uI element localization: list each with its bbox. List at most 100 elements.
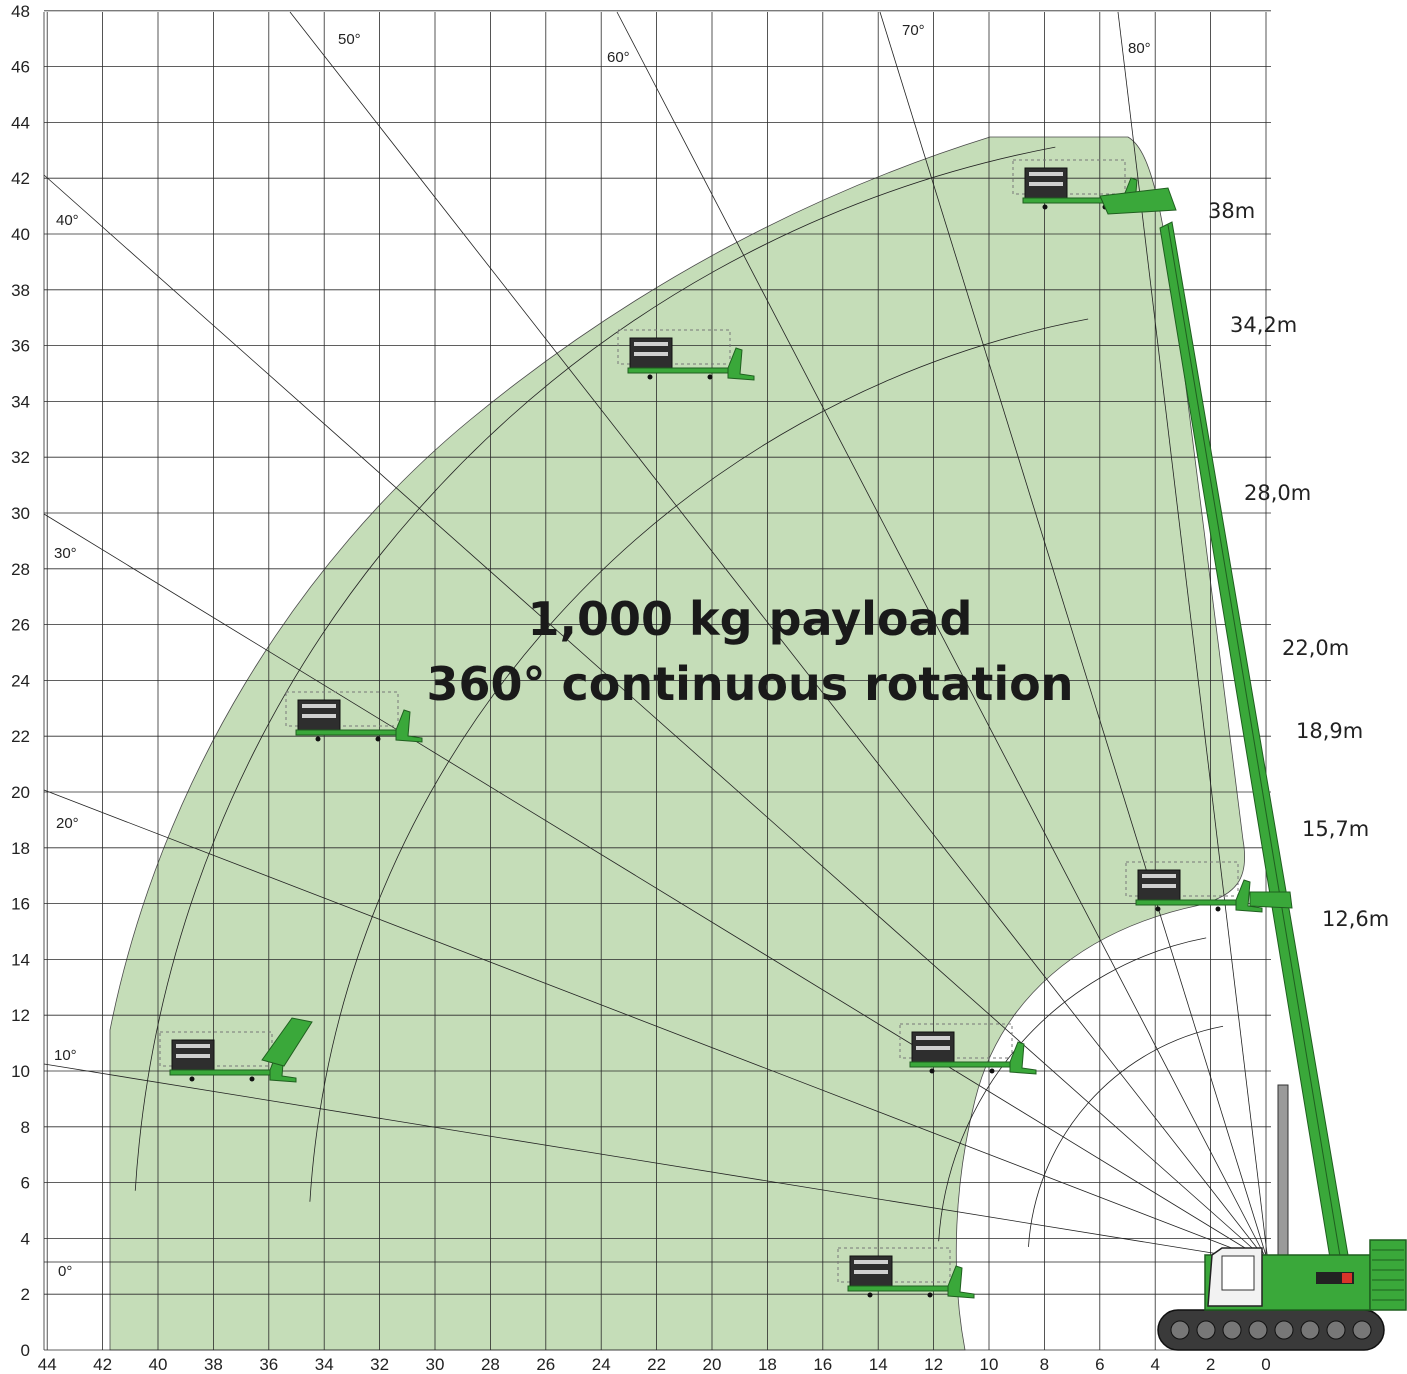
headline-line1: 1,000 kg payload [528,592,973,646]
angle-label: 60° [607,49,630,66]
platform-joint [1009,1041,1037,1075]
angle-ray [289,11,1269,1263]
x-tick-label: 40 [149,1355,168,1374]
x-tick-label: 44 [38,1355,57,1374]
y-tick-label: 2 [21,1285,30,1304]
y-tick-label: 4 [21,1229,30,1248]
radius-arcs [134,146,1224,1247]
payload-stripe [302,704,336,708]
angle-ray [1117,11,1269,1263]
wheel [989,1068,995,1074]
track-roller [1352,1320,1372,1340]
basket-outline [899,1023,1013,1059]
platform-joint [947,1265,975,1299]
x-tick-label: 10 [980,1355,999,1374]
track-roller [1196,1320,1216,1340]
angle-label: 70° [902,22,925,39]
work-platform-icon [1125,861,1263,913]
radius-arc [1028,1025,1224,1247]
angle-ray [43,789,1269,1263]
wheel [707,374,713,380]
angle-ray [43,174,1269,1263]
basket-outline [837,1247,951,1283]
basket-outline [285,691,399,727]
mid-jib [1249,891,1293,909]
angle-label: 50° [338,31,361,48]
platform-arm [627,367,729,374]
envelope-area [109,136,1245,1351]
angle-label: 80° [1128,40,1151,57]
y-tick-label: 36 [11,337,30,356]
wheel [1042,204,1048,210]
lift-cylinder [1277,1084,1289,1256]
boom-length-label: 15,7m [1302,817,1369,841]
platform-arm [1135,899,1237,906]
angle-label: 10° [54,1047,77,1064]
payload-stripe [916,1036,950,1040]
model-badge-red [1342,1273,1352,1283]
radius-arc [134,146,1056,1191]
y-tick-label: 14 [11,950,30,969]
x-tick-label: 26 [536,1355,555,1374]
wheel [315,736,321,742]
y-tick-label: 42 [11,169,30,188]
x-tick-label: 16 [813,1355,832,1374]
boom-length-label: 28,0m [1244,481,1311,505]
work-platform-icon [159,1031,297,1083]
payload-stripe [854,1270,888,1274]
y-tick-label: 26 [11,616,30,635]
boom-length-label: 22,0m [1282,636,1349,660]
y-tick-label: 38 [11,281,30,300]
y-tick-label: 20 [11,783,30,802]
platform-arm [847,1285,949,1292]
payload-stripe [634,352,668,356]
left-jib [261,1017,313,1067]
y-tick-label: 44 [11,113,30,132]
payload-stripe [302,714,336,718]
wheel [929,1068,935,1074]
y-tick-label: 32 [11,448,30,467]
x-tick-label: 8 [1040,1355,1049,1374]
track-roller [1170,1320,1190,1340]
work-platform-icon [617,329,755,381]
angle-ray [616,11,1269,1263]
basket-outline [1125,861,1239,897]
wheel [249,1076,255,1082]
basket-outline [617,329,731,365]
x-tick-label: 24 [592,1355,611,1374]
wheel [375,736,381,742]
labels: 1,000 kg payload 360° continuous rotatio… [426,592,1073,711]
boom-length-label: 34,2m [1230,313,1297,337]
payload-stripe [1142,874,1176,878]
crawler-track [1157,1309,1385,1351]
boom-length-label: 18,9m [1296,719,1363,743]
work-platform-icon [899,1023,1037,1075]
y-tick-label: 34 [11,392,30,411]
x-tick-label: 12 [924,1355,943,1374]
y-tick-label: 48 [11,2,30,21]
track-roller [1274,1320,1294,1340]
payload-stripe [634,342,668,346]
y-tick-label: 10 [11,1062,30,1081]
x-tick-label: 30 [426,1355,445,1374]
x-tick-label: 22 [647,1355,666,1374]
work-platform-icon [837,1247,975,1299]
platform-arm [909,1061,1011,1068]
angle-label: 30° [54,545,77,562]
boom-centerline [1167,224,1341,1257]
boom-positions [159,159,1349,1299]
cab-window [1221,1255,1255,1291]
y-tick-label: 16 [11,895,30,914]
y-tick-label: 8 [21,1118,30,1137]
angle-ray [43,1063,1269,1263]
wheel [867,1292,873,1298]
radius-arc [309,318,1089,1202]
payload-stripe [176,1044,210,1048]
y-tick-label: 30 [11,504,30,523]
x-tick-label: 2 [1206,1355,1215,1374]
wheel [647,374,653,380]
track-roller [1326,1320,1346,1340]
y-tick-label: 24 [11,671,30,690]
y-tick-label: 22 [11,727,30,746]
